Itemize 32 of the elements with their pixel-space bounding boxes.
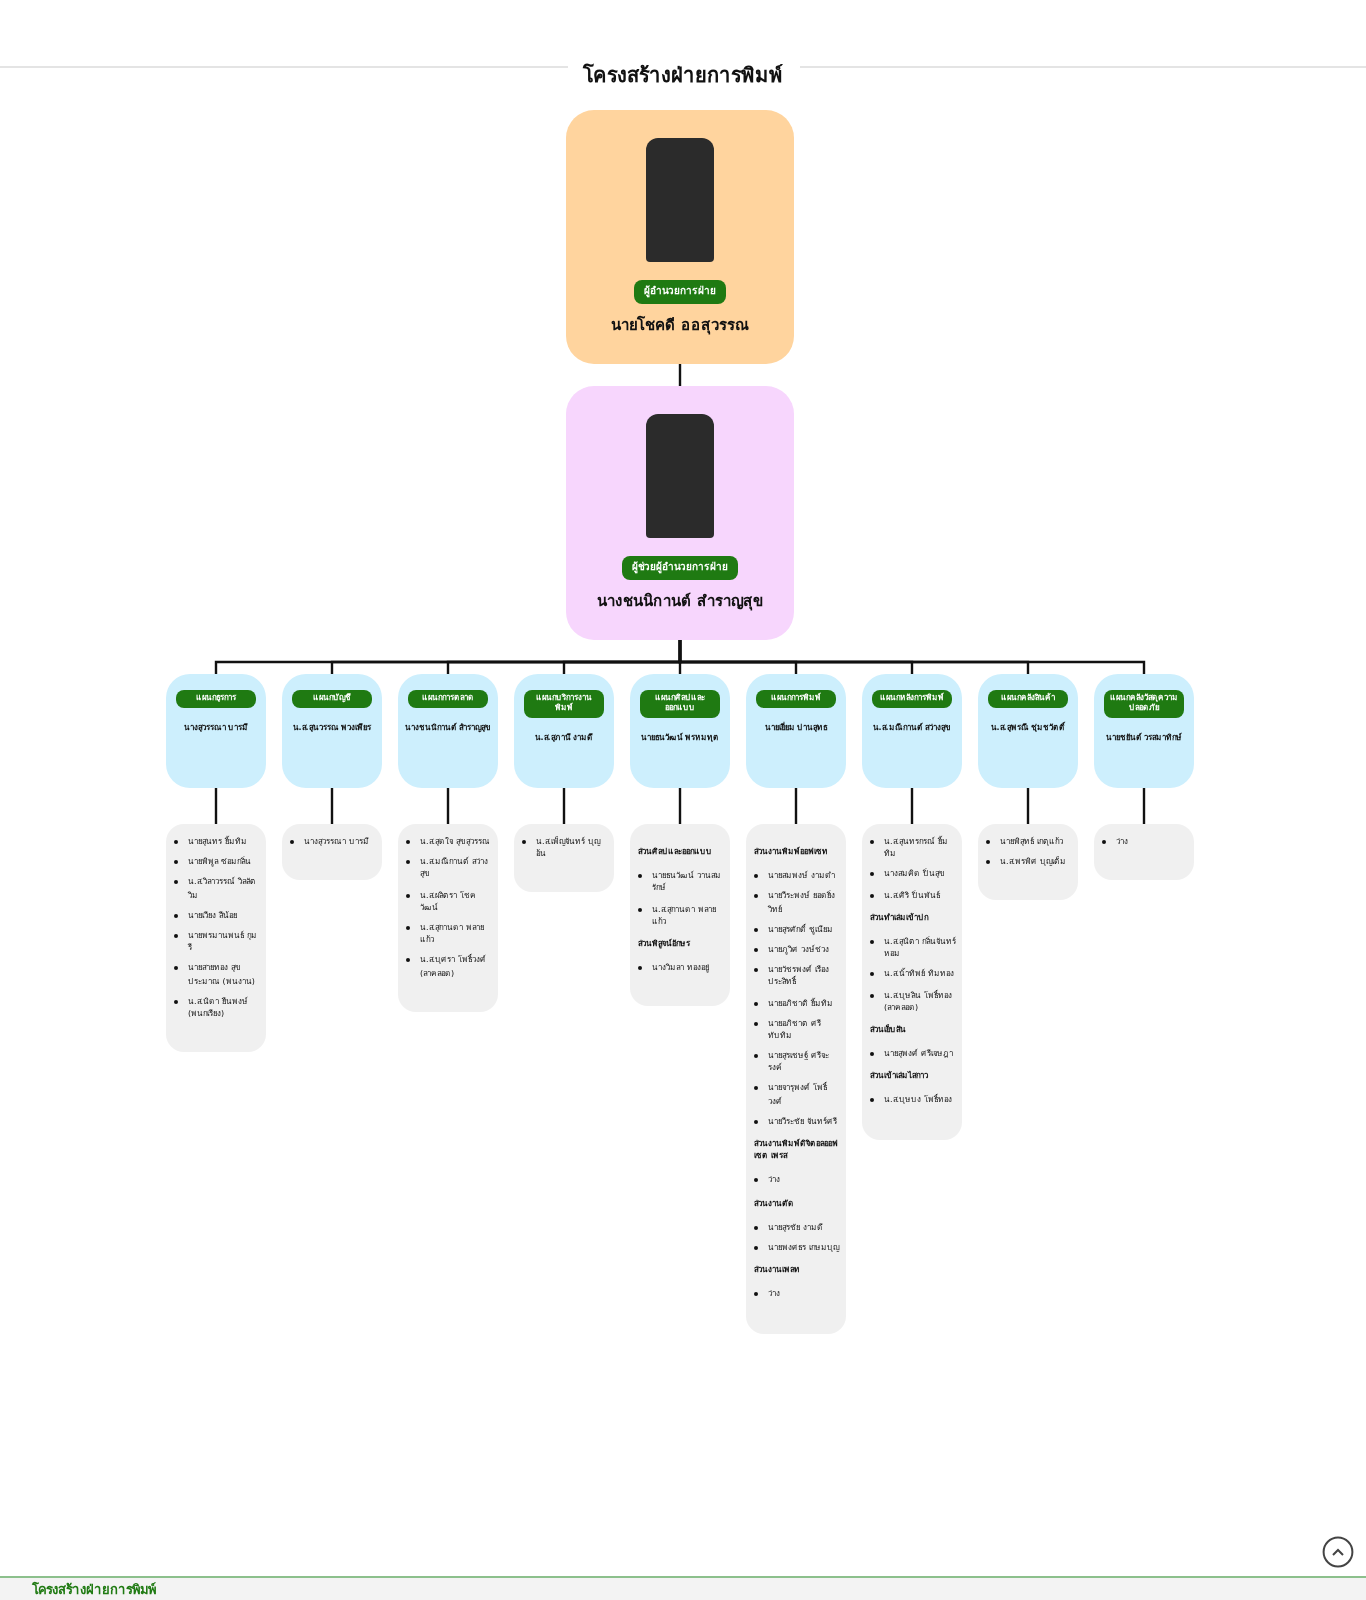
staff-list-card bbox=[630, 824, 730, 1007]
connector-line bbox=[678, 640, 1146, 674]
department-card bbox=[746, 674, 846, 788]
director-card bbox=[566, 110, 794, 364]
staff-list-card bbox=[746, 824, 846, 1333]
department-card bbox=[166, 674, 266, 788]
staff-list-card bbox=[398, 824, 498, 1012]
diagram-title: โครงสร้างฝ่ายการพิมพ์ bbox=[567, 66, 799, 88]
connector-line bbox=[678, 364, 682, 386]
connector-line bbox=[1142, 788, 1146, 824]
staff-list-card bbox=[1094, 824, 1194, 881]
connector-line bbox=[446, 788, 450, 824]
department-card bbox=[862, 674, 962, 788]
department-card bbox=[630, 674, 730, 788]
staff-list-card bbox=[978, 824, 1078, 901]
department-card bbox=[978, 674, 1078, 788]
connector-line bbox=[794, 788, 798, 824]
connector-line bbox=[330, 788, 334, 824]
department-card bbox=[398, 674, 498, 788]
department-card bbox=[282, 674, 382, 788]
department-card bbox=[1094, 674, 1194, 788]
staff-list-card bbox=[514, 824, 614, 893]
connector-line bbox=[1026, 788, 1030, 824]
connector-line bbox=[910, 788, 914, 824]
connector-line bbox=[562, 788, 566, 824]
staff-list-card bbox=[166, 824, 266, 1053]
staff-list-card bbox=[282, 824, 382, 881]
department-card bbox=[514, 674, 614, 788]
staff-list-card bbox=[862, 824, 962, 1140]
assistant-director-card bbox=[566, 386, 794, 640]
connector-line bbox=[214, 788, 218, 824]
connector-line bbox=[678, 788, 682, 824]
